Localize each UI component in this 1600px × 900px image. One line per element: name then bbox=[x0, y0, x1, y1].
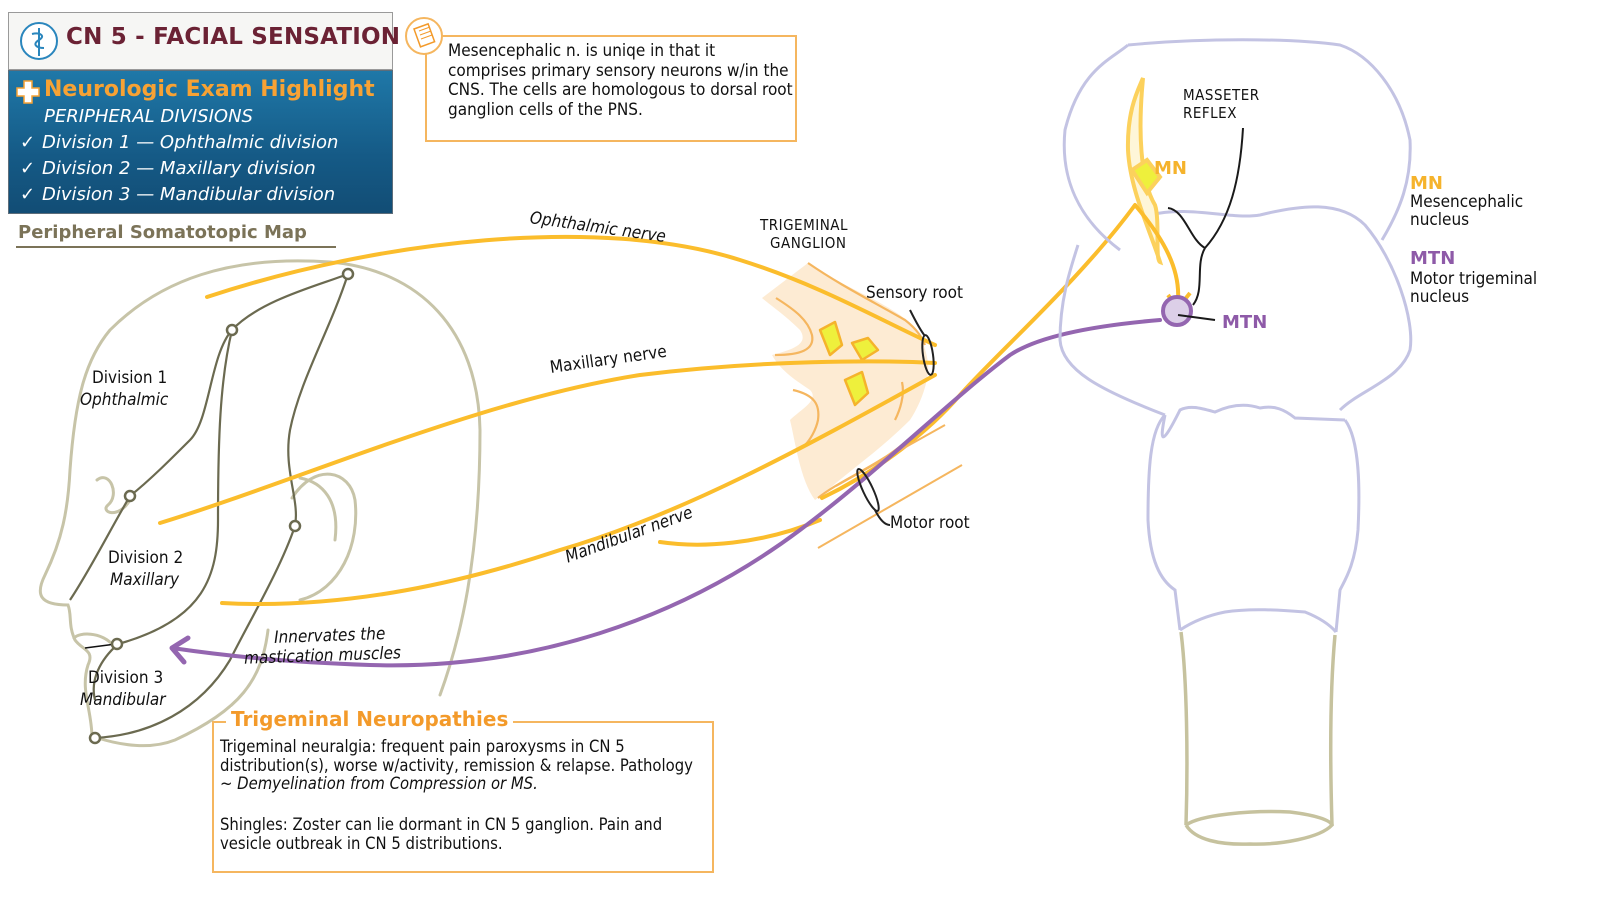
mtn-label: MTN bbox=[1222, 312, 1268, 333]
exam-item-text: Division 1 — Ophthalmic division bbox=[42, 132, 339, 153]
check-icon: ✓ bbox=[20, 132, 36, 153]
page-title: CN 5 - FACIAL SENSATION bbox=[66, 24, 401, 50]
exam-item-text: Division 2 — Maxillary division bbox=[42, 158, 316, 179]
somatotopic-map-title: Peripheral Somatotopic Map bbox=[18, 222, 307, 243]
check-icon: ✓ bbox=[20, 184, 36, 205]
motor-root-ring bbox=[856, 468, 891, 526]
legend-mtn-line2: nucleus bbox=[1410, 287, 1470, 307]
sensory-root-label: Sensory root bbox=[866, 283, 963, 303]
exam-item: ✓ Division 3 — Mandibular division bbox=[20, 184, 335, 205]
division-2-label: Division 2 bbox=[108, 548, 184, 568]
motor-root-label: Motor root bbox=[890, 513, 970, 533]
title-panel bbox=[8, 12, 393, 70]
legend-mn-line2: nucleus bbox=[1410, 210, 1470, 230]
check-icon: ✓ bbox=[20, 158, 36, 179]
brainstem-outline bbox=[1058, 38, 1413, 634]
caduceus-icon bbox=[20, 22, 58, 60]
neuralgia-paragraph: Trigeminal neuralgia: frequent pain paro… bbox=[220, 737, 710, 794]
neuropathies-box bbox=[212, 721, 714, 873]
motor-trigeminal-nucleus bbox=[1161, 295, 1193, 327]
maxillary-nerve-path bbox=[158, 359, 937, 525]
mesencephalic-note-text: Mesencephalic n. is uniqe in that it com… bbox=[448, 41, 793, 120]
division-3-label: Division 3 bbox=[88, 668, 164, 688]
exam-highlight-panel bbox=[8, 70, 393, 214]
legend-mtn-abbr: MTN bbox=[1410, 248, 1456, 269]
sensory-nerves bbox=[158, 203, 1137, 607]
spinal-cord-outline bbox=[1179, 631, 1337, 846]
neuralgia-text: Trigeminal neuralgia: frequent pain paro… bbox=[220, 737, 693, 793]
mesencephalic-nucleus bbox=[1125, 77, 1192, 312]
plus-cross-icon bbox=[16, 80, 40, 104]
masseter-reflex-label-1: MASSETER bbox=[1183, 86, 1260, 104]
trigeminal-ganglion-label-2: GANGLION bbox=[770, 234, 847, 252]
notepad-icon bbox=[405, 17, 443, 55]
motor-nerve bbox=[169, 318, 1162, 668]
sensory-root-ring bbox=[909, 309, 935, 376]
neuropathies-title: Trigeminal Neuropathies bbox=[231, 707, 513, 731]
legend-mn-abbr: MN bbox=[1410, 173, 1443, 194]
neuropathies-border-top-left bbox=[212, 721, 226, 723]
peripheral-divisions-heading: PERIPHERAL DIVISIONS bbox=[44, 106, 253, 127]
division-1-label: Division 1 bbox=[92, 368, 168, 388]
somatotopic-underline bbox=[16, 246, 336, 248]
exam-item: ✓ Division 1 — Ophthalmic division bbox=[20, 132, 338, 153]
neuropathies-border-top-right bbox=[513, 721, 714, 723]
division-1-sub: Ophthalmic bbox=[80, 390, 169, 410]
exam-highlight-title: Neurologic Exam Highlight bbox=[44, 77, 375, 102]
dermatome-nodes bbox=[88, 267, 355, 745]
division-3-sub: Mandibular bbox=[80, 690, 166, 710]
mesencephalic-note-box bbox=[425, 35, 797, 142]
trigeminal-ganglion-label-1: TRIGEMINAL bbox=[760, 216, 849, 234]
masseter-reflex-label-2: REFLEX bbox=[1183, 104, 1237, 122]
legend-mn-line1: Mesencephalic bbox=[1410, 192, 1524, 212]
neuralgia-pathology: Demyelination from Compression or MS. bbox=[237, 774, 538, 793]
mandibular-nerve-path bbox=[220, 373, 937, 607]
ophthalmic-nerve-path bbox=[205, 234, 937, 347]
masseter-reflex-lines bbox=[1167, 127, 1244, 321]
shingles-paragraph: Shingles: Zoster can lie dormant in CN 5… bbox=[220, 815, 663, 853]
mn-label: MN bbox=[1154, 158, 1187, 179]
exam-item-text: Division 3 — Mandibular division bbox=[42, 184, 336, 205]
exam-item: ✓ Division 2 — Maxillary division bbox=[20, 158, 316, 179]
legend-mtn-line1: Motor trigeminal bbox=[1410, 269, 1538, 289]
division-2-sub: Maxillary bbox=[110, 570, 180, 590]
